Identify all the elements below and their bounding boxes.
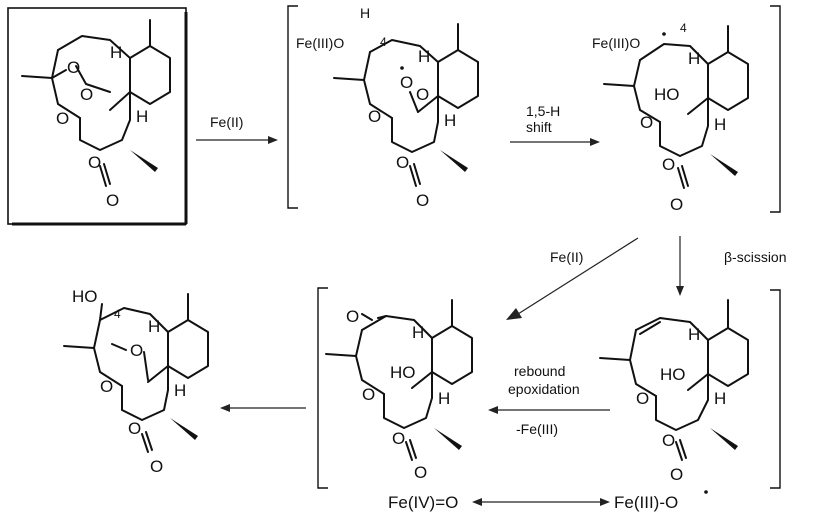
hydroxy-product: HO 4 O H H O O O	[63, 287, 209, 476]
atom-o: O	[392, 429, 405, 448]
atom-o-radical: O	[400, 73, 413, 92]
arrow-step1: Fe(II)	[196, 114, 278, 144]
arrow-step2: 1,5-H shift	[510, 103, 600, 146]
carbon-radical-intermediate: Fe(III)O 4 HO H H O O O	[592, 21, 749, 214]
atom-o: O	[106, 191, 119, 210]
atom-o: O	[662, 431, 675, 450]
atom-h: H	[714, 389, 726, 408]
fe3o-label: Fe(III)O	[296, 35, 344, 51]
atom-ho: HO	[390, 363, 416, 382]
atom-h: H	[110, 43, 122, 62]
atom-o: O	[396, 153, 409, 172]
reagent-minus-fe3: -Fe(III)	[516, 421, 558, 437]
fe3o-label: Fe(III)O	[592, 35, 640, 51]
atom-h: H	[412, 323, 424, 342]
arrow-step5: rebound epoxidation -Fe(III)	[488, 363, 610, 437]
reagent-rebound: rebound	[514, 363, 565, 379]
fe3-oxyl: Fe(III)-O	[614, 493, 678, 512]
atom-o: O	[662, 155, 675, 174]
atom-h: H	[418, 47, 430, 66]
atom-o: O	[670, 195, 683, 214]
atom-h: H	[444, 111, 456, 130]
atom-o: O	[416, 85, 429, 104]
atom-h: H	[360, 5, 370, 21]
atom-o: O	[130, 341, 143, 360]
epoxide-intermediate: O HO H H O O O	[325, 299, 473, 482]
atom-o: O	[100, 377, 113, 396]
reagent-15h: 1,5-H	[526, 103, 560, 119]
locant-4: 4	[380, 35, 387, 49]
atom-o: O	[150, 457, 163, 476]
atom-ho: HO	[72, 287, 98, 306]
atom-o: O	[414, 463, 427, 482]
atom-h: H	[688, 49, 700, 68]
atom-o: O	[416, 191, 429, 210]
arrow-step3: Fe(II)	[506, 237, 639, 320]
locant-4: 4	[114, 307, 121, 321]
atom-ho: HO	[660, 365, 686, 384]
atom-o: O	[362, 385, 375, 404]
arrow-step6	[220, 404, 306, 412]
artemisinin-structure: O O H H O O O	[7, 7, 188, 226]
atom-h: H	[174, 381, 186, 400]
alkene-intermediate: HO H H O O O	[599, 299, 749, 484]
atom-o: O	[640, 113, 653, 132]
oxygen-radical-intermediate: Fe(III)O H 4 O O H H O O O	[296, 5, 479, 210]
atom-h: H	[688, 325, 700, 344]
fe4-oxo: Fe(IV)=O	[388, 493, 458, 512]
atom-o: O	[368, 107, 381, 126]
intermediate-bracket	[287, 5, 781, 213]
atom-o: O	[56, 109, 69, 128]
locant-4: 4	[680, 21, 687, 35]
atom-h: H	[714, 115, 726, 134]
atom-o: O	[128, 419, 141, 438]
iron-oxo-equilibrium: Fe(IV)=O Fe(III)-O	[388, 490, 708, 512]
reagent-fe2-second: Fe(II)	[550, 249, 583, 265]
reagent-shift: shift	[526, 119, 552, 135]
reagent-epoxidation: epoxidation	[508, 381, 580, 397]
atom-h: H	[438, 389, 450, 408]
atom-h: H	[148, 317, 160, 336]
atom-o: O	[80, 85, 93, 104]
atom-o: O	[670, 465, 683, 484]
atom-ho: HO	[654, 85, 680, 104]
reagent-fe2: Fe(II)	[210, 114, 243, 130]
atom-o: O	[88, 153, 101, 172]
atom-o: O	[636, 389, 649, 408]
atom-o: O	[67, 58, 80, 77]
arrow-step4: β-scission	[676, 236, 787, 296]
atom-o-epoxide: O	[346, 307, 359, 326]
reagent-beta-scission: β-scission	[724, 249, 787, 265]
second-bracket	[317, 287, 781, 489]
atom-h: H	[136, 107, 148, 126]
